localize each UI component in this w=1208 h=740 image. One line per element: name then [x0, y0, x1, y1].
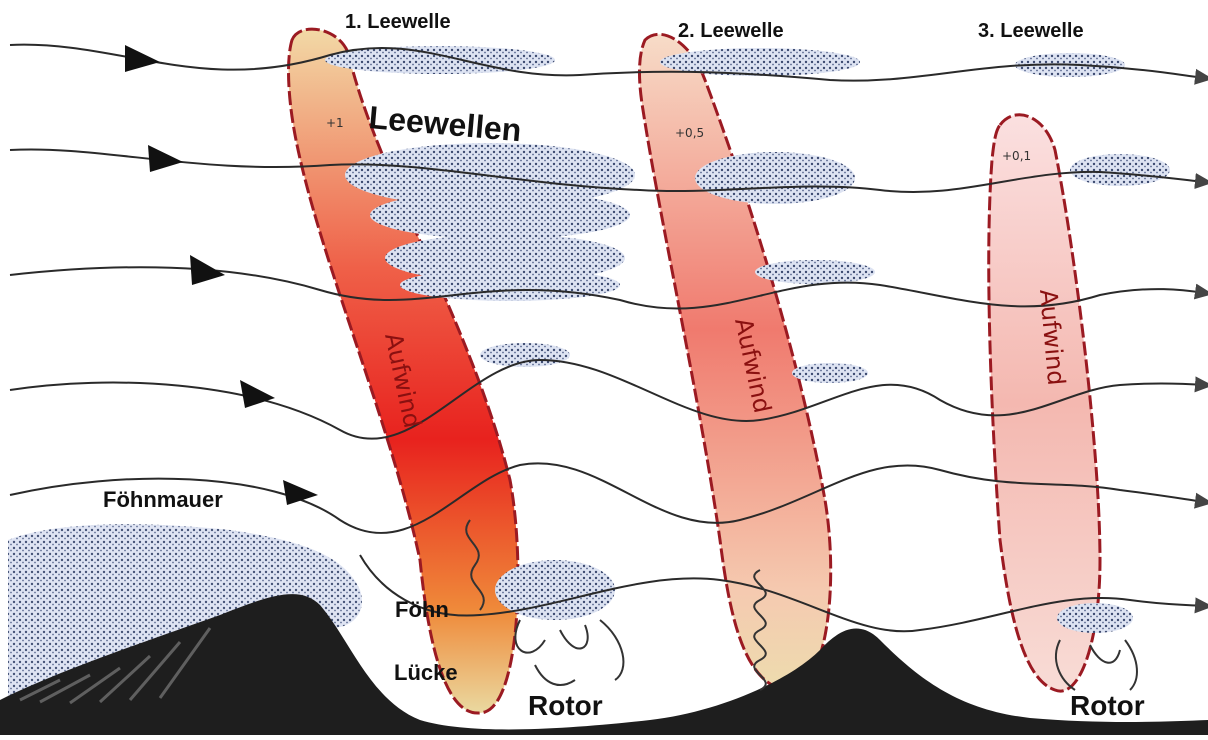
diagram-title: Leewellen	[367, 99, 523, 148]
rotor-label-2: Rotor	[1070, 690, 1145, 721]
foehn-gap-label-line-2: Lücke	[394, 660, 458, 685]
wave-label-3: 3. Leewelle	[978, 20, 1084, 42]
wave-label-1: 1. Leewelle	[345, 11, 451, 33]
updraft-zone-2	[639, 34, 830, 690]
flow-direction-arrows	[125, 45, 318, 505]
climb-rate-2: +0,5	[675, 126, 704, 140]
rotor-label-1: Rotor	[528, 690, 603, 721]
foehn-gap-label-line-1: Föhn	[395, 597, 449, 622]
climb-rate-3: +0,1	[1002, 149, 1031, 163]
wave-label-2: 2. Leewelle	[678, 20, 784, 42]
foehn-wall-label: Föhnmauer	[103, 487, 223, 512]
climb-rate-1: +1	[326, 116, 344, 130]
